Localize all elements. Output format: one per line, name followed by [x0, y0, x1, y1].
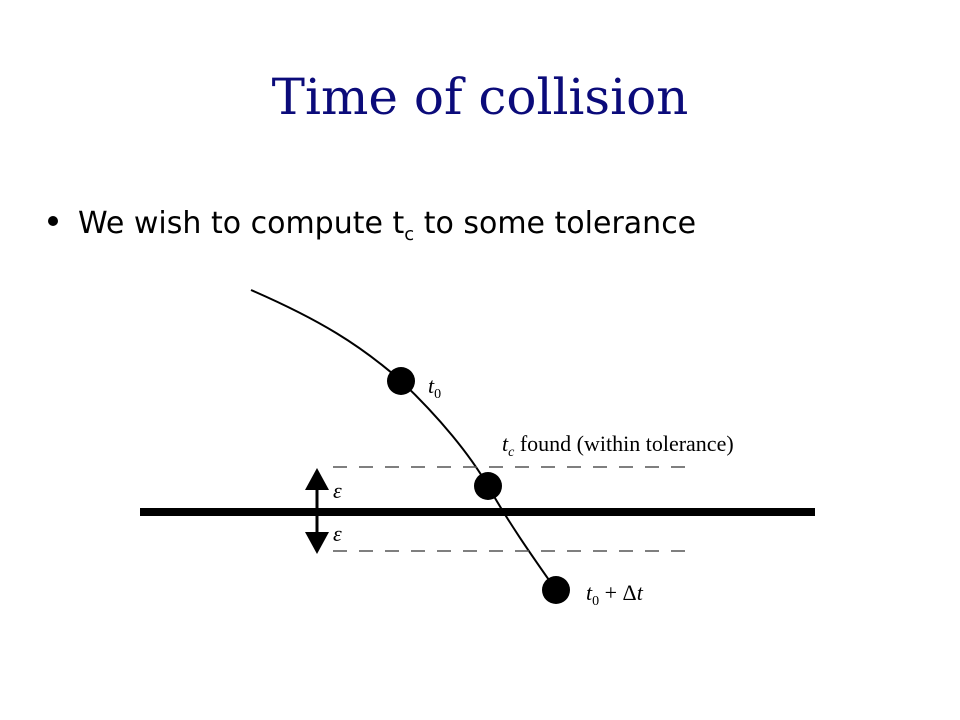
- label-t0-plus-dt: t0 + Δt: [586, 580, 644, 609]
- label-tc-found: tc found (within tolerance): [502, 431, 734, 460]
- trajectory-curve: [250, 289, 557, 591]
- bullet-item: We wish to compute tc to some tolerance: [48, 206, 696, 245]
- point-t0: [387, 367, 415, 395]
- bullet-text-after: to some tolerance: [414, 206, 697, 241]
- slide-title: Time of collision: [271, 68, 689, 126]
- bullet-text-before: We wish to compute t: [78, 206, 405, 241]
- bullet-dot-icon: [48, 215, 58, 226]
- label-epsilon-lower: ε: [333, 521, 342, 546]
- label-epsilon-upper: ε: [333, 478, 342, 503]
- bullet-subscript: c: [404, 224, 415, 245]
- label-t0: t0: [428, 373, 441, 402]
- point-tc: [474, 472, 502, 500]
- arrow-up-icon: [305, 468, 329, 490]
- point-t0-plus-dt: [542, 576, 570, 604]
- arrow-down-icon: [305, 532, 329, 554]
